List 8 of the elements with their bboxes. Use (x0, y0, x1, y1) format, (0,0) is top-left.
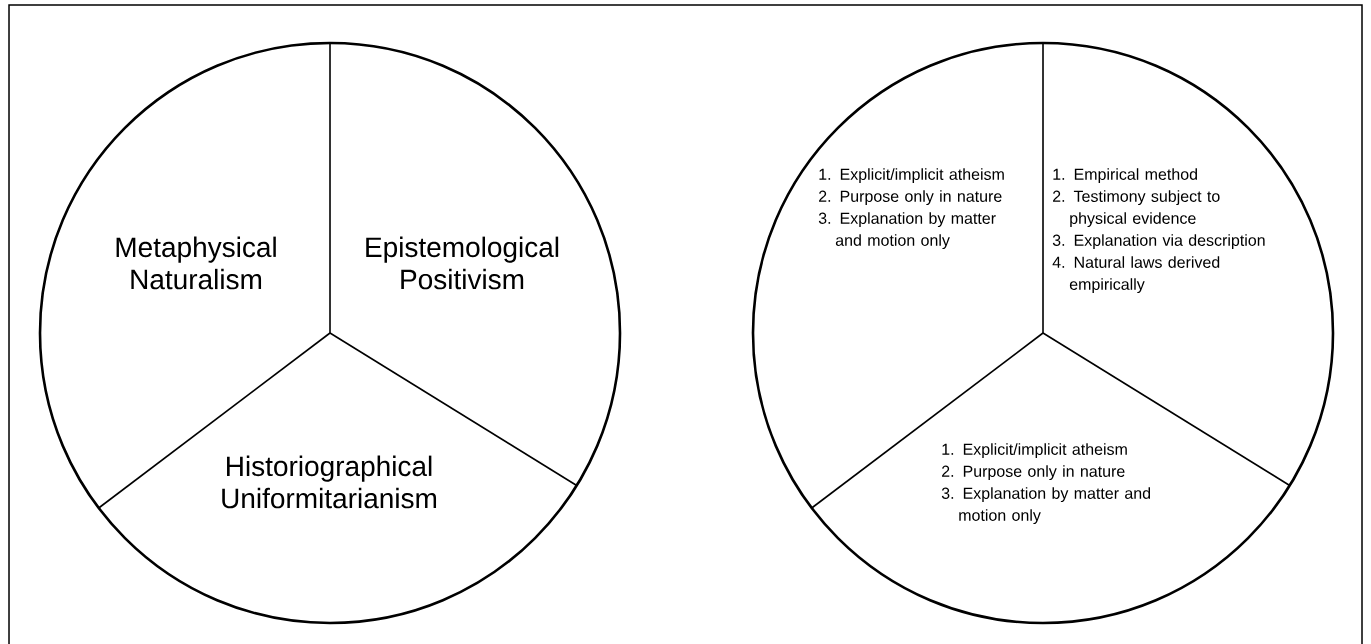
sector-label: Metaphysical Naturalism (116, 236, 276, 290)
sector-list: 1. Empirical method 2. Testimony subject to physical evidence 3. Explanation via description 4. Natural laws derived empirically (1052, 168, 1265, 294)
sector-list: 1. Explicit/implicit atheism 2. Purpose only in nature 3. Explanation by matter and motion only (818, 168, 1004, 250)
circle (38, 41, 622, 625)
sector-list: 1. Explicit/implicit atheism 2. Purpose only in nature 3. Explanation by matter and motion only (941, 443, 1151, 525)
circle (751, 41, 1335, 625)
sector-label: Historiographical Uniformitarianism (222, 455, 437, 509)
sector-label: Epistemological Positivism (366, 236, 559, 290)
